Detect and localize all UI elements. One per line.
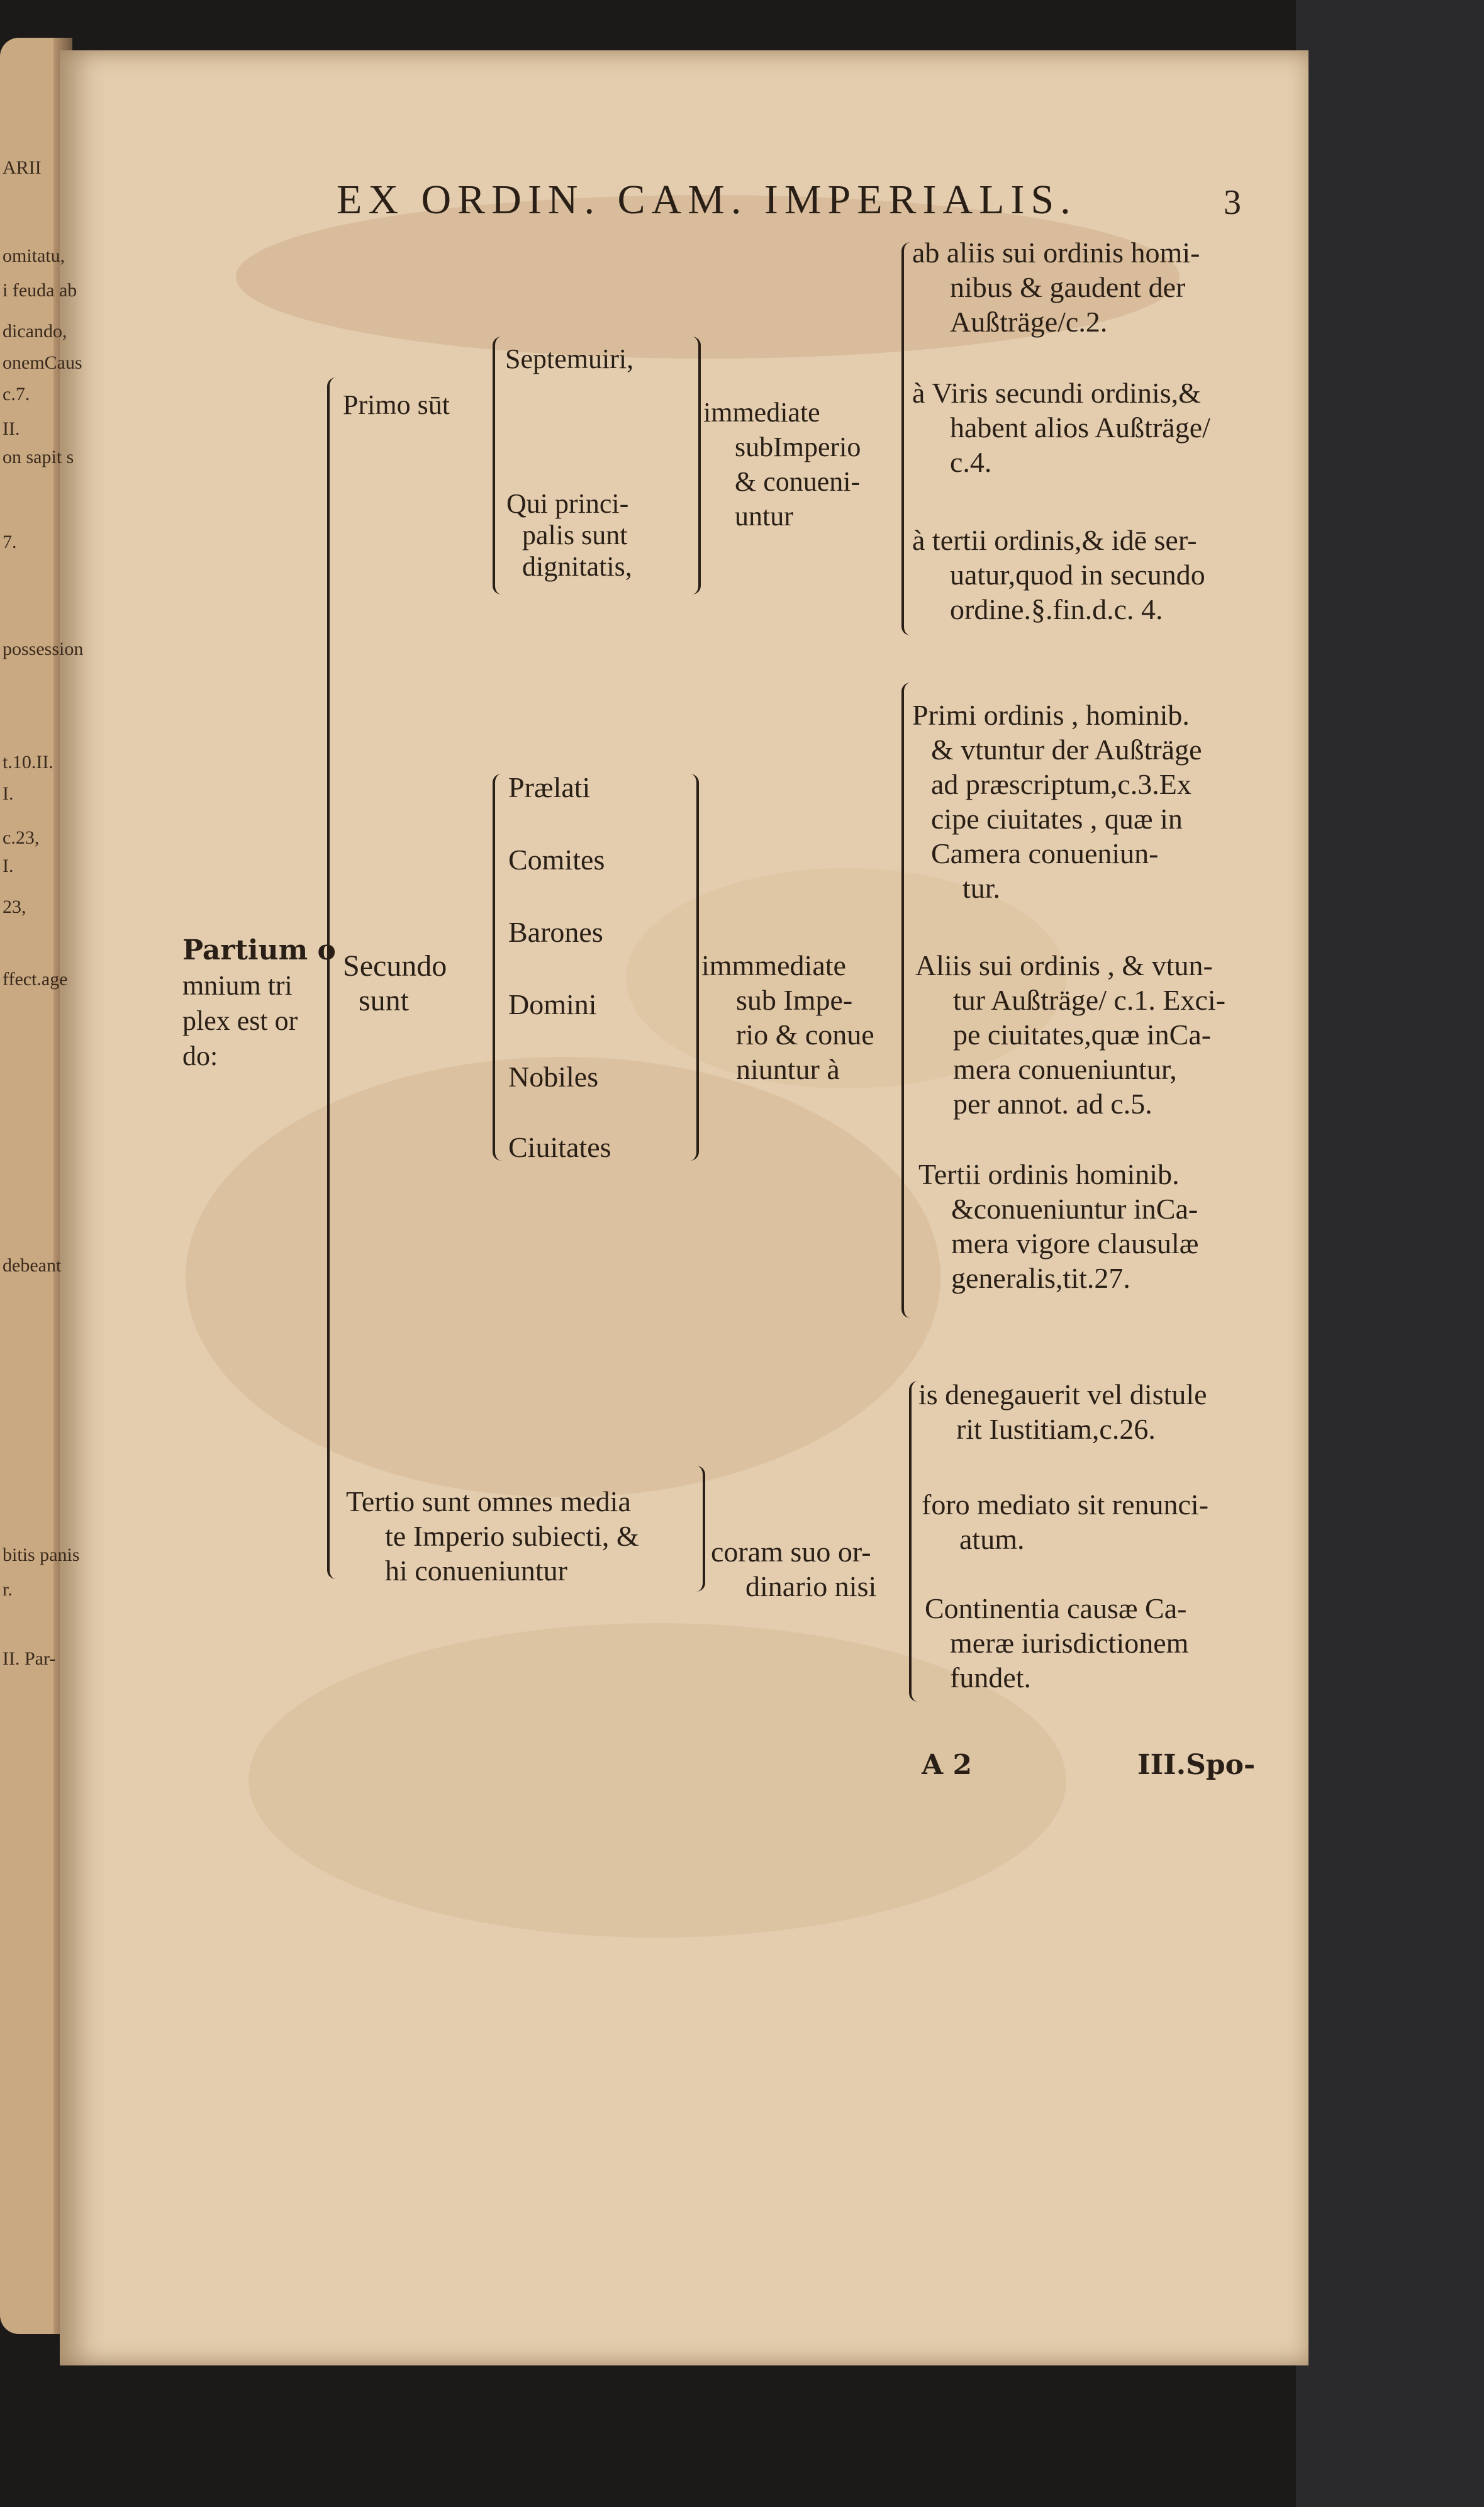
facing-page-fragment: debeant — [3, 1255, 62, 1276]
primo-mid-2: subImperio — [735, 432, 861, 462]
facing-page-fragment: i feuda ab — [3, 280, 77, 301]
secundo-item-praelati: Prælati — [508, 771, 591, 803]
dark-background — [1296, 0, 1484, 2507]
primo-label: Primo sūt — [343, 389, 450, 420]
facing-page-fragment: onemCaus — [3, 352, 82, 373]
tertio-text-1: Tertio sunt omnes media — [346, 1485, 631, 1517]
secundo-item-nobiles: Nobiles — [508, 1061, 599, 1093]
secundo-mid-3: rio & conue — [736, 1019, 874, 1051]
secundo-item-domini: Domini — [508, 988, 597, 1020]
secundo-result-brace — [901, 683, 917, 1318]
primo-item-septemuiri: Septemuiri, — [505, 343, 634, 374]
primo-mid-1: immediate — [703, 397, 820, 428]
secundo-left-brace — [493, 774, 508, 1161]
secundo-mid-1: immmediate — [701, 949, 846, 981]
page-number: 3 — [1224, 183, 1241, 222]
book-page — [60, 50, 1308, 2365]
secundo-item-barones: Barones — [508, 916, 603, 948]
tertio-mid-2: dinario nisi — [745, 1570, 877, 1602]
facing-page-fragment: possession — [3, 639, 84, 659]
signature-mark: A 2 — [922, 1749, 973, 1781]
facing-page-fragment: I. — [3, 856, 14, 876]
facing-page-fragment: dicando, — [3, 321, 67, 342]
primo-item-dignitatis: dignitatis, — [522, 551, 632, 582]
facing-page-fragment: on sapit s — [3, 447, 74, 467]
primo-right-brace — [686, 337, 701, 595]
secundo-item-comites: Comites — [508, 844, 605, 876]
primo-mid-4: untur — [735, 501, 793, 532]
primo-item-palis: palis sunt — [522, 520, 628, 550]
catchword: III.Spo- — [1137, 1749, 1256, 1781]
facing-page-fragment: ARII — [3, 157, 42, 178]
tertio-mid-1: coram suo or- — [711, 1536, 871, 1568]
facing-page-fragment: 23, — [3, 896, 26, 917]
primo-result-brace — [901, 242, 917, 635]
secundo-mid-2: sub Impe- — [736, 984, 853, 1016]
facing-page-fragment: r. — [3, 1579, 13, 1600]
main-brace — [327, 377, 343, 1579]
facing-page-fragment: omitatu, — [3, 245, 65, 266]
facing-page-fragment: II. Par- — [3, 1648, 56, 1669]
secundo-label-1: Secundo — [343, 949, 447, 983]
running-head: EX ORDIN. CAM. IMPERIALIS. — [337, 177, 1077, 223]
secundo-right-brace — [683, 774, 699, 1161]
primo-item-qui: Qui princi- — [506, 488, 629, 519]
secundo-label-2: sunt — [359, 984, 410, 1017]
primo-left-brace — [493, 337, 508, 595]
facing-page-fragment: 7. — [3, 532, 17, 552]
facing-page-fragment: I. — [3, 783, 14, 804]
facing-page-fragment: II. — [3, 418, 20, 439]
tertio-right-brace — [689, 1466, 705, 1592]
facing-page-fragment: ffect.age — [3, 969, 68, 990]
tertio-result-brace — [909, 1381, 924, 1702]
facing-page-fragment: c.23, — [3, 827, 40, 848]
facing-page-fragment: t.10.II. — [3, 752, 53, 773]
tertio-text-2: te Imperio subiecti, & — [385, 1520, 639, 1552]
tertio-text-3: hi conueniuntur — [385, 1555, 567, 1587]
facing-page-fragment: c.7. — [3, 384, 30, 405]
secundo-mid-4: niuntur à — [736, 1053, 840, 1085]
primo-mid-3: & conueni- — [735, 466, 861, 497]
facing-page-fragment: bitis panis — [3, 1544, 80, 1565]
secundo-item-ciuitates: Ciuitates — [508, 1131, 611, 1163]
